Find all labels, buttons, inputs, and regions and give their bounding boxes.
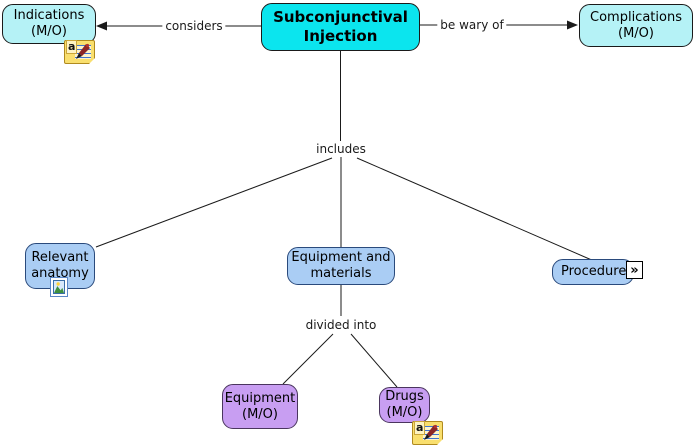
node-drugs-mo-label: Drugs (M/O): [385, 389, 424, 420]
note-letter: a: [416, 421, 424, 434]
goto-subcmap-icon[interactable]: »: [626, 261, 643, 279]
node-indications[interactable]: Indications (M/O): [2, 4, 96, 44]
line-includes-anatomy: [95, 157, 333, 248]
node-complications-label: Complications (M/O): [590, 9, 682, 41]
arrowhead-be-wary-of: [567, 20, 578, 30]
link-label-divided-into[interactable]: divided into: [302, 318, 380, 332]
link-label-be-wary-of[interactable]: be wary of: [437, 18, 507, 32]
node-indications-label: Indications (M/O): [13, 8, 85, 39]
node-drugs-mo[interactable]: Drugs (M/O): [379, 387, 430, 423]
link-label-includes[interactable]: includes: [313, 142, 369, 156]
pen-icon: [420, 422, 442, 444]
link-label-considers[interactable]: considers: [162, 19, 226, 33]
node-procedure-label: Procedure: [561, 264, 627, 280]
note-letter: a: [68, 40, 76, 53]
node-complications[interactable]: Complications (M/O): [579, 4, 693, 47]
node-equipment-mo[interactable]: Equipment (M/O): [222, 384, 298, 429]
node-equipment-mo-label: Equipment (M/O): [224, 390, 296, 422]
pen-icon: [72, 41, 94, 63]
node-procedure[interactable]: Procedure: [552, 259, 634, 285]
picture-thumbnail: [53, 280, 65, 294]
node-equipment-and-materials-label: Equipment and materials: [291, 250, 391, 281]
node-main-label: Subconjunctival Injection: [273, 7, 408, 46]
node-relevant-anatomy-label: Relevant anatomy: [31, 250, 89, 281]
line-includes-procedure: [356, 157, 595, 262]
node-relevant-anatomy[interactable]: Relevant anatomy: [25, 243, 95, 289]
image-icon[interactable]: [50, 277, 68, 297]
goto-glyph: »: [630, 262, 639, 278]
text-note-icon[interactable]: a: [64, 40, 95, 64]
text-note-icon[interactable]: a: [412, 421, 443, 445]
node-equipment-and-materials[interactable]: Equipment and materials: [287, 247, 395, 285]
node-subconjunctival-injection[interactable]: Subconjunctival Injection: [261, 3, 420, 51]
arrowhead-considers: [96, 21, 107, 31]
line-divided-drugs: [350, 333, 398, 388]
line-divided-equipment: [282, 333, 334, 385]
